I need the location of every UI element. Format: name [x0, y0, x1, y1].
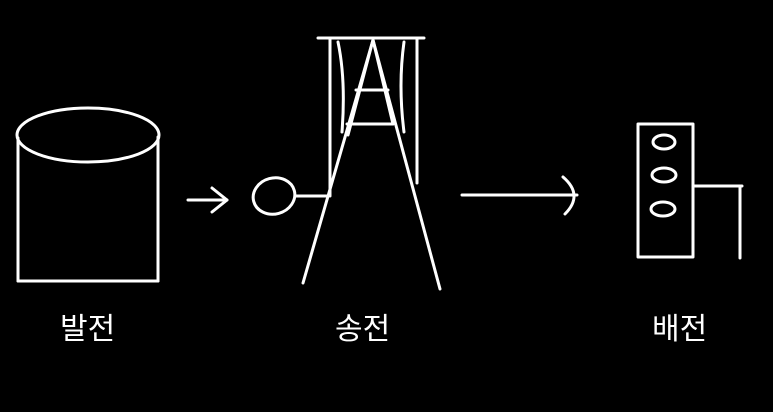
power-plant-cylinder: [15, 106, 161, 283]
transformer-coil-icon: [251, 176, 330, 216]
distribution-box: [636, 122, 744, 260]
distribution-label: 배전: [652, 312, 708, 347]
generation-label: 발전: [60, 312, 116, 347]
transmission-tower: [301, 36, 442, 291]
arrow-transmission-to-distribution: [460, 175, 579, 216]
arrow-generation-to-transmission: [186, 186, 229, 214]
transmission-label: 송전: [335, 312, 391, 347]
